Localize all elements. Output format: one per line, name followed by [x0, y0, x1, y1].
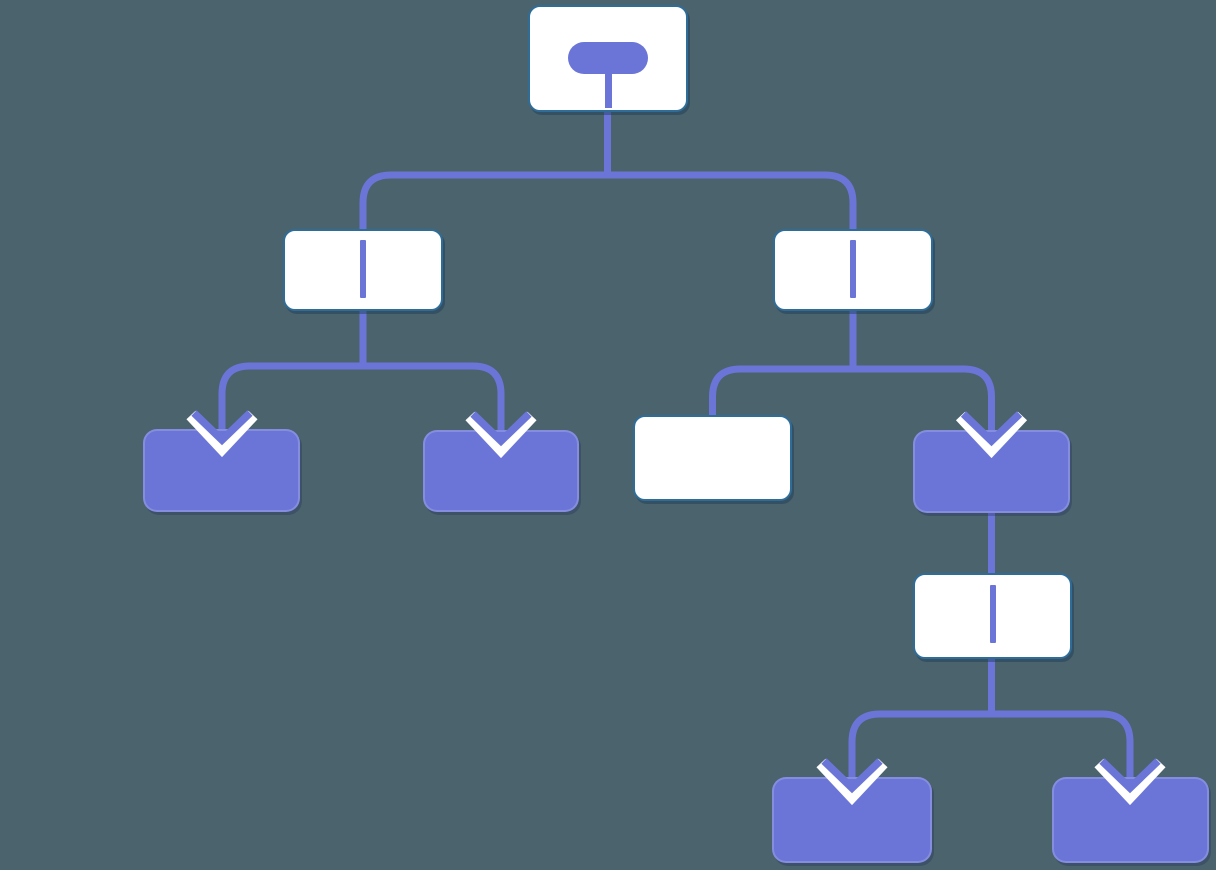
node-leaf-5[interactable] — [1052, 777, 1209, 863]
vertical-bar-icon — [989, 585, 996, 643]
node-branch-1[interactable] — [283, 229, 443, 311]
vertical-bar-icon — [850, 240, 856, 298]
node-branch-3[interactable] — [913, 573, 1072, 659]
node-leaf-3[interactable] — [913, 430, 1070, 513]
node-root[interactable] — [528, 5, 688, 112]
node-card-plain[interactable] — [633, 415, 792, 501]
node-leaf-1[interactable] — [143, 429, 300, 512]
edge-rail-branch3-children — [848, 710, 1134, 783]
pill-node-icon — [568, 42, 648, 74]
vertical-bar-icon — [360, 240, 366, 298]
edge-rail-root-branches — [359, 171, 857, 229]
node-leaf-2[interactable] — [423, 430, 579, 512]
node-branch-2[interactable] — [773, 229, 933, 311]
edge-rail-branch1-children — [218, 362, 505, 437]
pill-stem — [604, 72, 612, 108]
node-leaf-4[interactable] — [772, 777, 932, 863]
